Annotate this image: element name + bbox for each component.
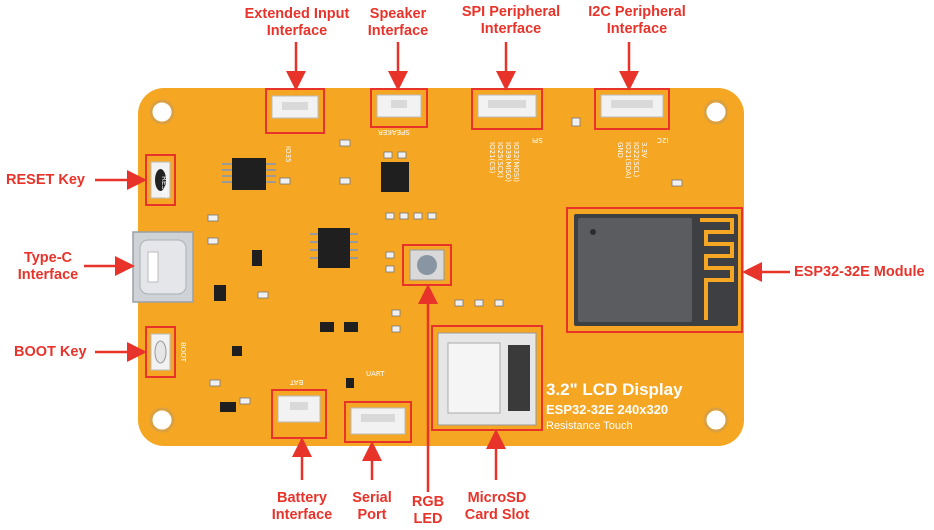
- boot-key: [145, 326, 176, 378]
- callout-serial-port-line2: Port: [357, 507, 387, 523]
- callout-microsd: MicroSD Card Slot: [452, 490, 542, 524]
- battery-connector: [271, 389, 327, 439]
- esp32-module: [566, 207, 743, 333]
- silk-boot: BOOT: [179, 342, 187, 362]
- passive-components: [207, 117, 683, 405]
- callout-type-c: Type-C Interface: [10, 250, 86, 284]
- extended-input-connector: [265, 88, 325, 134]
- callout-spi-line2: Interface: [480, 21, 542, 37]
- callout-rgb-led: RGB LED: [404, 494, 452, 528]
- callout-i2c: I2C Peripheral Interface: [582, 4, 692, 38]
- callout-spi: SPI Peripheral Interface: [456, 4, 566, 38]
- callout-i2c-line1: I2C Peripheral: [588, 4, 686, 20]
- callout-extended-input: Extended Input Interface: [232, 6, 362, 40]
- silk-io35: IO35: [284, 146, 292, 163]
- callout-microsd-line2: Card Slot: [464, 507, 530, 523]
- callout-microsd-line1: MicroSD: [467, 490, 527, 506]
- callout-serial-port: Serial Port: [336, 490, 408, 524]
- callout-battery-line1: Battery: [277, 490, 327, 506]
- board-model: ESP32-32E 240x320: [546, 402, 669, 417]
- callout-speaker-line1: Speaker: [369, 6, 427, 22]
- silk-spi-pin-1: IO32(MOSI): [512, 142, 520, 183]
- silk-i2c: I2C: [657, 136, 669, 144]
- antenna-trace: [700, 218, 734, 320]
- silk-i2c-pin-1: 3.3V: [640, 142, 648, 158]
- silk-i2c-pin-2: IO22(SCL): [632, 142, 640, 178]
- ic-pins: [222, 163, 358, 259]
- callout-rgb-led-line1: RGB: [411, 494, 445, 510]
- serial-port-connector: [344, 401, 412, 443]
- callout-rgb-led-line2: LED: [413, 511, 443, 527]
- callout-serial-port-line1: Serial: [352, 490, 392, 506]
- rgb-led: [402, 244, 452, 286]
- callout-boot-key: BOOT Key: [14, 344, 87, 360]
- board-touch: Resistance Touch: [546, 420, 633, 432]
- ic-chips: [214, 158, 409, 412]
- silk-bat: BAT: [290, 378, 304, 386]
- speaker-connector: [370, 88, 428, 128]
- silk-speaker: SPEAKER: [378, 128, 410, 136]
- silk-i2c-pin-4: GND: [616, 142, 624, 159]
- silk-spi-pin-4: IO21(CS): [488, 142, 496, 174]
- callout-esp32-module: ESP32-32E Module: [794, 264, 925, 280]
- silk-spi-pin-3: IO25(SCK): [496, 142, 504, 178]
- type-c-port: [132, 231, 194, 303]
- spi-connector: [471, 88, 543, 130]
- callout-reset-key: RESET Key: [6, 172, 85, 188]
- callout-extended-input-line2: Interface: [266, 23, 328, 39]
- callout-speaker: Speaker Interface: [358, 6, 438, 40]
- board-title: 3.2" LCD Display: [546, 380, 683, 399]
- silk-spi-pin-2: IO39(MISO): [504, 142, 512, 183]
- callout-battery-line2: Interface: [271, 507, 333, 523]
- callout-i2c-line2: Interface: [606, 21, 668, 37]
- callout-spi-line1: SPI Peripheral: [461, 4, 561, 20]
- callout-arrows: [84, 42, 790, 492]
- callout-type-c-line1: Type-C: [23, 250, 73, 266]
- mounting-holes: [149, 99, 729, 433]
- microsd-slot: [431, 325, 543, 431]
- transistors: [232, 322, 358, 388]
- callout-speaker-line2: Interface: [367, 23, 429, 39]
- silk-i2c-pin-3: IO21(SDA): [624, 142, 632, 179]
- callout-battery: Battery Interface: [250, 490, 354, 524]
- silk-reset: RESET: [160, 176, 168, 199]
- callout-type-c-line2: Interface: [17, 267, 79, 283]
- silk-spi: SPI: [532, 136, 543, 144]
- silk-uart: UART: [366, 370, 385, 378]
- callout-extended-input-line1: Extended Input: [244, 6, 350, 22]
